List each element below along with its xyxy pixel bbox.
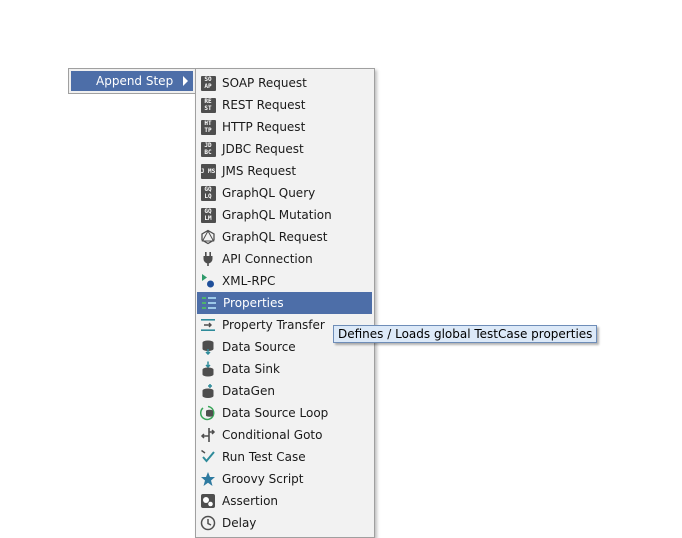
menu-item-label: Run Test Case (222, 450, 306, 464)
append-step-menu-item[interactable]: Append Step (71, 71, 193, 91)
property-transfer-icon (200, 317, 216, 333)
soap-request-icon: SO AP (200, 75, 216, 91)
clock-icon (200, 515, 216, 531)
menu-item-groovy-script[interactable]: Groovy Script (196, 468, 374, 490)
menu-item-conditional-goto[interactable]: Conditional Goto (196, 424, 374, 446)
jms-request-icon: J MS (200, 163, 216, 179)
menu-item-label: GraphQL Mutation (222, 208, 332, 222)
menu-item-label: Data Source Loop (222, 406, 329, 420)
plug-icon (200, 251, 216, 267)
menu-item-jms-request[interactable]: J MS JMS Request (196, 160, 374, 182)
icon-badge-text: JD BC (200, 141, 216, 157)
assertion-icon (200, 493, 216, 509)
menu-item-http-request[interactable]: HT TP HTTP Request (196, 116, 374, 138)
data-source-icon (200, 339, 216, 355)
menu-item-datagen[interactable]: DataGen (196, 380, 374, 402)
http-request-icon: HT TP (200, 119, 216, 135)
menu-item-label: Delay (222, 516, 257, 530)
menu-item-label: SOAP Request (222, 76, 307, 90)
icon-badge-text: J MS (200, 163, 216, 179)
menu-item-label: HTTP Request (222, 120, 306, 134)
datagen-icon (200, 383, 216, 399)
conditional-goto-icon (200, 427, 216, 443)
menu-item-label: JMS Request (222, 164, 297, 178)
submenu-arrow-icon (183, 76, 188, 86)
run-test-case-icon (200, 449, 216, 465)
xml-rpc-icon (200, 273, 216, 289)
menu-item-label: API Connection (222, 252, 313, 266)
menu-item-label: Data Sink (222, 362, 280, 376)
menu-item-graphql-query[interactable]: GQ LQ GraphQL Query (196, 182, 374, 204)
menu-item-graphql-mutation[interactable]: GQ LM GraphQL Mutation (196, 204, 374, 226)
star-icon (200, 471, 216, 487)
icon-badge-text: HT TP (200, 119, 216, 135)
icon-badge-text: SO AP (200, 75, 216, 91)
tooltip: Defines / Loads global TestCase properti… (333, 325, 598, 343)
properties-icon (201, 295, 217, 311)
menu-item-label: GraphQL Request (222, 230, 328, 244)
menu-item-label: Assertion (222, 494, 279, 508)
append-step-label: Append Step (96, 74, 174, 88)
menu-item-label: Properties (223, 296, 284, 310)
menu-item-data-sink[interactable]: Data Sink (196, 358, 374, 380)
menu-item-assertion[interactable]: Assertion (196, 490, 374, 512)
menu-item-properties[interactable]: Properties (197, 292, 372, 314)
parent-menu: Append Step (68, 68, 196, 94)
menu-item-data-source-loop[interactable]: Data Source Loop (196, 402, 374, 424)
menu-item-label: JDBC Request (222, 142, 304, 156)
icon-badge-text: RE ST (200, 97, 216, 113)
menu-item-data-source[interactable]: Data Source (196, 336, 374, 358)
menu-item-label: DataGen (222, 384, 275, 398)
rest-request-icon: RE ST (200, 97, 216, 113)
icon-badge-text: GQ LM (200, 207, 216, 223)
menu-item-rest-request[interactable]: RE ST REST Request (196, 94, 374, 116)
menu-item-api-connection[interactable]: API Connection (196, 248, 374, 270)
menu-item-label: Data Source (222, 340, 296, 354)
menu-item-soap-request[interactable]: SO AP SOAP Request (196, 72, 374, 94)
menu-item-jdbc-request[interactable]: JD BC JDBC Request (196, 138, 374, 160)
graphql-mutation-icon: GQ LM (200, 207, 216, 223)
data-source-loop-icon (200, 405, 216, 421)
menu-item-delay[interactable]: Delay (196, 512, 374, 534)
menu-item-xml-rpc[interactable]: XML-RPC (196, 270, 374, 292)
menu-item-label: Property Transfer (222, 318, 325, 332)
menu-item-label: XML-RPC (222, 274, 276, 288)
menu-item-label: GraphQL Query (222, 186, 316, 200)
menu-item-property-transfer[interactable]: Property Transfer (196, 314, 374, 336)
jdbc-request-icon: JD BC (200, 141, 216, 157)
menu-item-graphql-request[interactable]: GraphQL Request (196, 226, 374, 248)
menu-item-label: Conditional Goto (222, 428, 323, 442)
graphql-query-icon: GQ LQ (200, 185, 216, 201)
menu-item-run-test-case[interactable]: Run Test Case (196, 446, 374, 468)
menu-item-label: Groovy Script (222, 472, 304, 486)
graphql-request-icon (200, 229, 216, 245)
data-sink-icon (200, 361, 216, 377)
menu-item-label: REST Request (222, 98, 306, 112)
icon-badge-text: GQ LQ (200, 185, 216, 201)
